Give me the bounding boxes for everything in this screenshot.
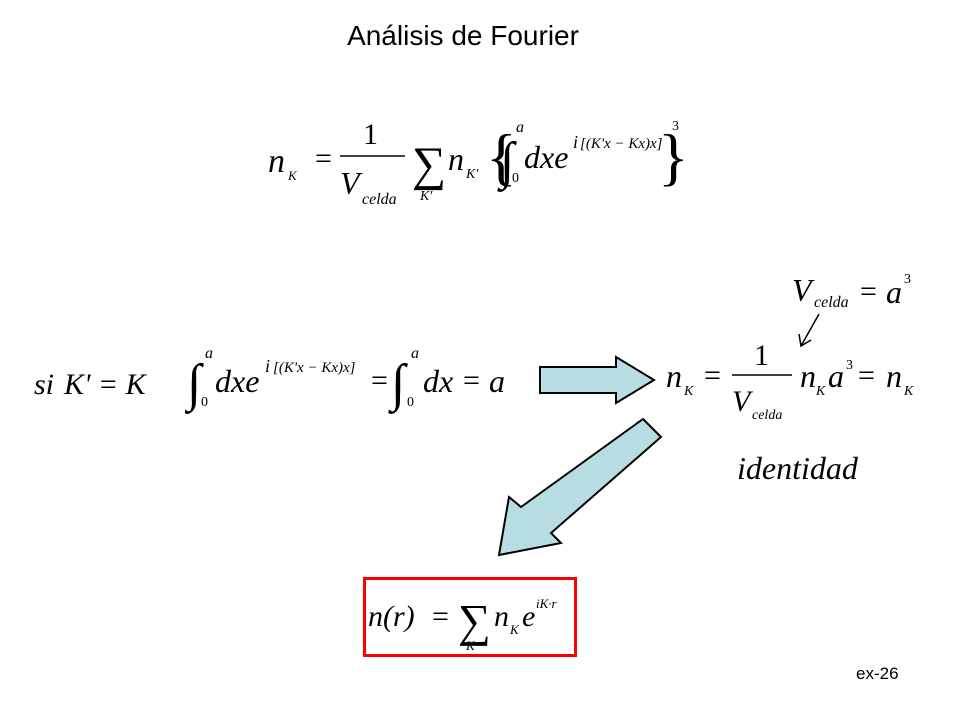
fourier-coefficient-equation: n K = 1 V celda ∑ K' n K' { ∫ a 0 dxe i …: [268, 118, 689, 208]
condition-k: K' = K: [63, 368, 148, 401]
eq1-brace-close: }: [658, 121, 689, 192]
ic-frac-den-sub: celda: [752, 408, 782, 423]
de-sum-sub: K: [465, 638, 476, 653]
eq1-frac-den-sub: celda: [362, 191, 397, 208]
ii-exp-body: [(K'x − Kx)x]: [273, 360, 356, 376]
slide-title: Análisis de Fourier: [347, 20, 579, 51]
eq1-term: n: [448, 141, 464, 177]
eq1-integrand: dxe: [524, 139, 568, 175]
de-exp-body: iK·r: [536, 596, 558, 611]
slide-number: ex-26: [856, 664, 899, 683]
vol-lhs: V: [792, 272, 815, 308]
eq1-int-upper: a: [516, 119, 524, 136]
de-sum: ∑: [458, 595, 491, 646]
ic-term-sub: K: [815, 384, 826, 399]
diagonal-arrow-icon: [497, 417, 663, 557]
integral-identity-equation: ∫ a 0 dxe i [(K'x − Kx)x] = ∫ a 0 dx = a: [185, 345, 505, 414]
ic-eq2: =: [858, 359, 875, 392]
condition-si: si: [34, 368, 54, 401]
svg-text:identidad: identidad: [737, 450, 859, 486]
ic-eq1: =: [704, 359, 721, 392]
eq1-exp-i: i: [573, 132, 578, 152]
de-eq: =: [432, 600, 449, 633]
vol-eq: =: [860, 275, 877, 308]
eq1-sum-sub: K': [419, 189, 433, 204]
condition-equation: si K' = K: [34, 368, 148, 401]
volume-equation: V celda = a 3: [792, 272, 911, 311]
ic-rhs-sub: K: [903, 384, 914, 399]
ii-int2-lower: 0: [407, 395, 414, 410]
eq1-int-lower: 0: [512, 171, 519, 186]
eq1-int-sign: ∫: [497, 133, 517, 192]
eq1-lhs-sub: K: [287, 168, 298, 183]
ic-power: 3: [846, 358, 853, 373]
ii-integrand: dxe: [215, 363, 259, 399]
eq1-frac-den: V: [340, 165, 363, 201]
identity-label: identidad: [737, 450, 859, 486]
de-exp-base: e: [522, 600, 535, 633]
ic-frac-den: V: [732, 385, 754, 418]
eq1-term-sub: K': [465, 167, 479, 182]
ii-eq1: =: [371, 364, 388, 397]
ii-exp-i: i: [265, 356, 270, 376]
ii-integrand2: dx: [423, 363, 453, 399]
right-arrow-icon: [539, 355, 656, 405]
vol-rhs: a: [886, 274, 902, 310]
de-term-sub: K: [509, 622, 520, 637]
eq1-lhs: n: [268, 143, 285, 180]
ic-term: n: [800, 358, 816, 394]
de-lhs: n(r): [368, 600, 415, 633]
vol-lhs-sub: celda: [814, 294, 849, 311]
ic-a: a: [828, 358, 844, 394]
ii-int-sign: ∫: [185, 355, 204, 414]
eq1-sum: ∑: [412, 138, 446, 191]
ii-int2-sign: ∫: [388, 355, 408, 414]
ii-int-lower: 0: [201, 395, 208, 410]
ii-int2-upper: a: [411, 345, 419, 362]
ic-rhs: n: [886, 358, 902, 394]
ii-result: a: [489, 363, 505, 399]
ic-lhs-sub: K: [683, 384, 694, 399]
de-term: n: [494, 600, 509, 633]
ic-frac-num: 1: [754, 339, 769, 372]
pointer-arrow-icon: [798, 313, 820, 348]
ic-lhs: n: [666, 358, 682, 394]
ii-int-upper: a: [205, 345, 213, 362]
ii-eq2: =: [463, 364, 480, 397]
eq1-brace-open: {: [486, 121, 517, 192]
identity-check-equation: n K = 1 V celda n K a 3 = n K: [666, 339, 914, 423]
eq1-exp-body: [(K'x − Kx)x]: [580, 136, 663, 152]
eq1-frac-num: 1: [363, 118, 378, 151]
result-highlight-box: [363, 577, 577, 657]
eq1-power: 3: [672, 119, 679, 134]
eq1-equals: =: [315, 142, 332, 175]
vol-power: 3: [904, 272, 911, 287]
density-expansion-equation: n(r) = ∑ K n K e iK·r: [368, 595, 558, 653]
